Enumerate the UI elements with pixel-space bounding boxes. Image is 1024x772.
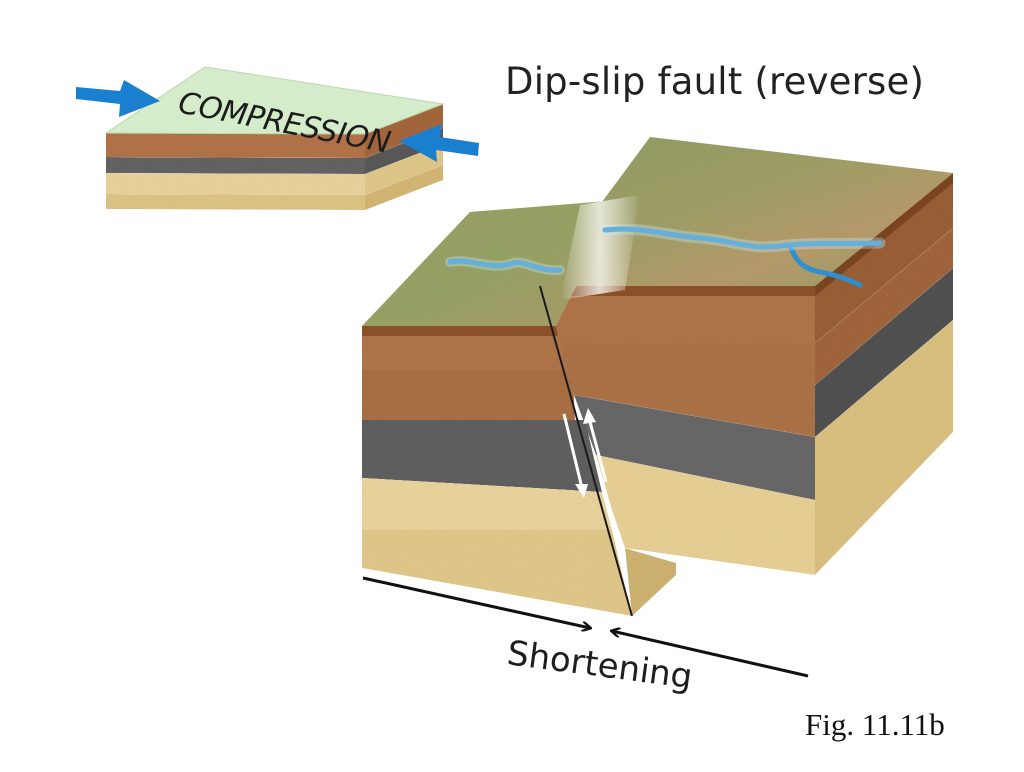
left-compression-arrow-icon — [76, 80, 160, 117]
right-compression-arrow-icon — [399, 124, 479, 162]
shortening-arrows — [362, 576, 809, 678]
diagram-title: Dip-slip fault (reverse) — [505, 60, 925, 103]
fault-block — [362, 137, 953, 617]
compression-inset: COMPRESSION — [76, 66, 479, 210]
river-footwall — [447, 258, 563, 273]
figure-caption: Fig. 11.11b — [805, 707, 945, 742]
river-hanging-wall — [602, 226, 883, 288]
slip-arrows — [562, 408, 608, 498]
fault-line — [539, 285, 633, 617]
